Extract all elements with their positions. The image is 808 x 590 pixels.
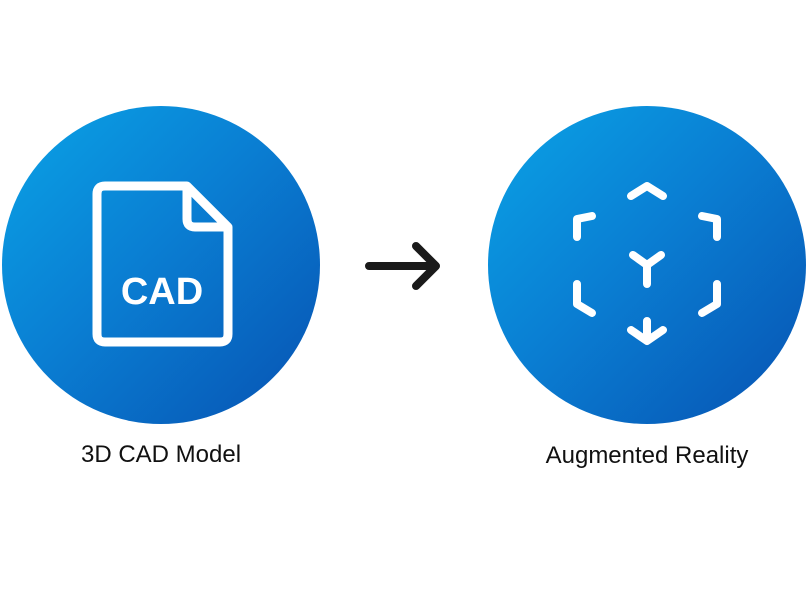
arrow-right-icon xyxy=(365,242,440,290)
cad-model-circle: CAD xyxy=(2,106,320,424)
augmented-reality-label: Augmented Reality xyxy=(545,442,749,469)
cad-icon-text: CAD xyxy=(121,271,203,313)
cad-model-label: 3D CAD Model xyxy=(80,441,242,468)
ar-cube-icon xyxy=(573,182,721,345)
augmented-reality-circle xyxy=(488,106,806,424)
cad-file-icon: CAD xyxy=(92,181,233,347)
